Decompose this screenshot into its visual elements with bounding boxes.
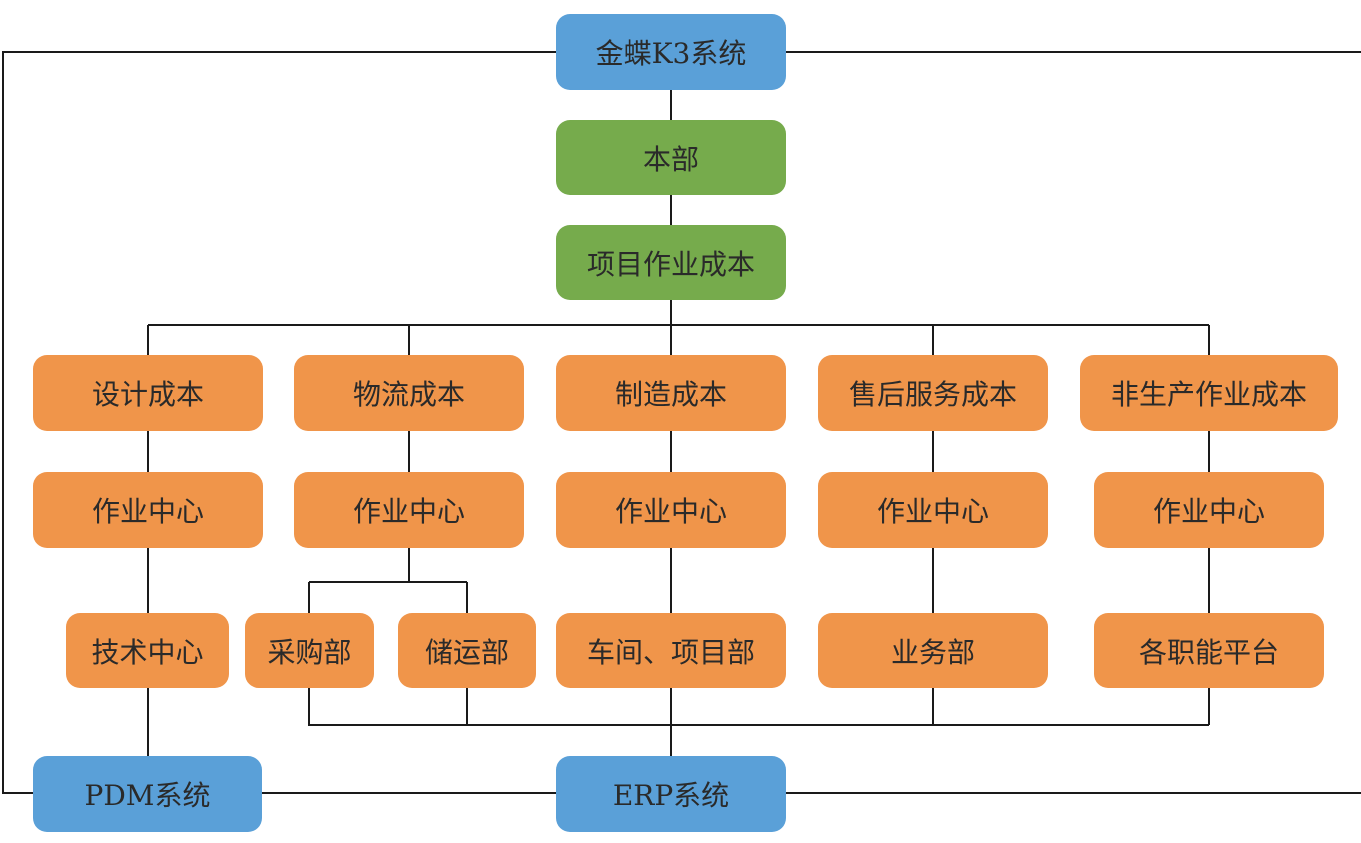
work-center-node: 作业中心 xyxy=(556,472,786,548)
kingdee-k3-system-node: 金蝶K3系统 xyxy=(556,14,786,90)
k3-to-pdm-connector xyxy=(2,51,556,794)
dept-to-erp-bus xyxy=(308,688,1210,726)
pdm-system-node: PDM系统 xyxy=(33,756,262,832)
erp-system-node: ERP系统 xyxy=(556,756,786,832)
manufacturing-cost-node: 制造成本 xyxy=(556,355,786,431)
business-dept-node: 业务部 xyxy=(818,613,1048,688)
work-center-node: 作业中心 xyxy=(818,472,1048,548)
after-sales-cost-node: 售后服务成本 xyxy=(818,355,1048,431)
design-cost-node: 设计成本 xyxy=(33,355,263,431)
logistics-split-connector xyxy=(308,548,468,613)
logistics-cost-node: 物流成本 xyxy=(294,355,524,431)
storage-transport-dept-node: 储运部 xyxy=(398,613,536,688)
workshop-project-dept-node: 车间、项目部 xyxy=(556,613,786,688)
non-production-cost-node: 非生产作业成本 xyxy=(1080,355,1338,431)
technical-center-node: 技术中心 xyxy=(66,613,229,688)
work-center-node: 作业中心 xyxy=(1094,472,1324,548)
functional-platforms-node: 各职能平台 xyxy=(1094,613,1324,688)
project-activity-cost-node: 项目作业成本 xyxy=(556,225,786,300)
work-center-node: 作业中心 xyxy=(294,472,524,548)
work-center-node: 作业中心 xyxy=(33,472,263,548)
headquarters-node: 本部 xyxy=(556,120,786,195)
purchasing-dept-node: 采购部 xyxy=(245,613,374,688)
